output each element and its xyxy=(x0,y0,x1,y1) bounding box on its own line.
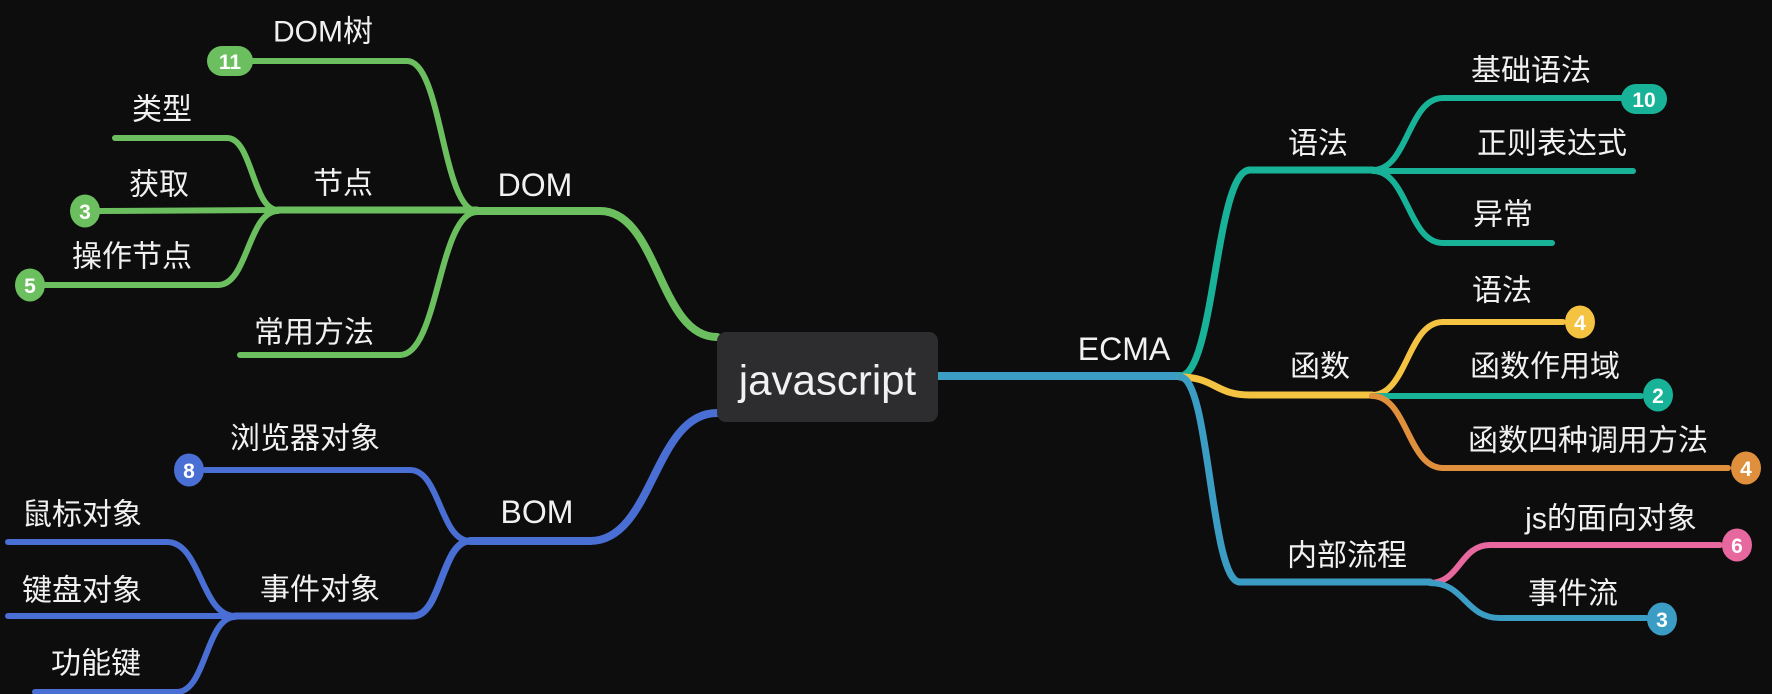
badge-pill[interactable] xyxy=(207,46,253,76)
branch-connector xyxy=(174,614,238,694)
branch-connector xyxy=(1427,580,1503,621)
badge-hanshu-diaoyong[interactable]: 4 xyxy=(1731,451,1761,485)
branch-connector xyxy=(1370,95,1446,173)
node-label-js-mianxiang[interactable]: js的面向对象 xyxy=(1524,503,1697,536)
branch-connector xyxy=(1176,373,1244,586)
branch-connector xyxy=(1369,319,1446,398)
node-label-ecma[interactable]: ECMA xyxy=(1078,331,1171,367)
badge-circle[interactable] xyxy=(174,453,204,487)
badge-count[interactable]: 5 xyxy=(24,275,36,298)
badge-hanshu-yufa[interactable]: 4 xyxy=(1565,305,1595,339)
node-label-shijian-duixiang[interactable]: 事件对象 xyxy=(260,574,380,607)
badge-count[interactable]: 10 xyxy=(1632,89,1655,112)
badge-jichu-yufa[interactable]: 10 xyxy=(1621,84,1667,114)
branch-connector xyxy=(397,209,480,358)
branch-connector xyxy=(409,537,474,620)
branch-connector xyxy=(404,58,480,214)
node-line-huoqu xyxy=(97,207,281,214)
node-label-dom-tree[interactable]: DOM树 xyxy=(273,16,373,49)
badge-circle[interactable] xyxy=(15,268,45,302)
badge-pill[interactable] xyxy=(1621,84,1667,114)
badge-huoqu[interactable]: 3 xyxy=(70,194,100,228)
node-label-hanshu-diaoyong[interactable]: 函数四种调用方法 xyxy=(1468,425,1708,458)
badge-liulanqi-duixiang[interactable]: 8 xyxy=(174,453,204,487)
badge-circle[interactable] xyxy=(1647,602,1677,636)
node-label-jichu-yufa[interactable]: 基础语法 xyxy=(1471,55,1591,88)
node-label-dom[interactable]: DOM xyxy=(498,167,573,203)
branch-connector xyxy=(407,467,473,544)
branch-connector xyxy=(1369,393,1446,471)
node-label-neibu-liucheng[interactable]: 内部流程 xyxy=(1287,540,1407,573)
node-label-yufa[interactable]: 语法 xyxy=(1288,128,1348,161)
node-label-hanshu-yufa[interactable]: 语法 xyxy=(1472,275,1532,308)
badge-circle[interactable] xyxy=(70,194,100,228)
branch-connector xyxy=(1370,168,1446,246)
branch-connector xyxy=(164,539,238,619)
node-label-jianpan-duixiang[interactable]: 键盘对象 xyxy=(22,575,142,608)
node-label-huoqu[interactable]: 获取 xyxy=(129,169,189,202)
root-node-label[interactable]: javascript xyxy=(737,357,917,404)
branch-connector xyxy=(224,135,281,213)
node-label-caozuo-jiedian[interactable]: 操作节点 xyxy=(72,241,192,274)
badge-count[interactable]: 6 xyxy=(1731,535,1743,558)
badge-hanshu-zuoyongyu[interactable]: 2 xyxy=(1643,378,1673,412)
branch-connector xyxy=(586,409,721,545)
node-label-yichang[interactable]: 异常 xyxy=(1473,199,1533,232)
node-label-shubiao-duixiang[interactable]: 鼠标对象 xyxy=(22,499,142,532)
branch-connector xyxy=(1176,166,1254,380)
node-label-gongnengjian[interactable]: 功能键 xyxy=(51,648,141,681)
node-label-shijianliu[interactable]: 事件流 xyxy=(1528,578,1618,611)
badge-count[interactable]: 8 xyxy=(183,460,195,483)
branch-connector xyxy=(1427,542,1493,586)
root-node-box[interactable] xyxy=(717,332,938,422)
node-label-leixing[interactable]: 类型 xyxy=(132,94,192,127)
node-label-hanshu[interactable]: 函数 xyxy=(1290,351,1350,384)
node-label-zhengze[interactable]: 正则表达式 xyxy=(1477,128,1627,161)
branch-connector xyxy=(596,207,721,341)
badge-circle[interactable] xyxy=(1643,378,1673,412)
node-label-liulanqi-duixiang[interactable]: 浏览器对象 xyxy=(230,423,380,456)
badge-count[interactable]: 3 xyxy=(1656,609,1668,632)
node-label-bom[interactable]: BOM xyxy=(501,494,574,530)
node-label-jiedian[interactable]: 节点 xyxy=(313,168,373,201)
badge-count[interactable]: 4 xyxy=(1574,312,1586,335)
badge-shijianliu[interactable]: 3 xyxy=(1647,602,1677,636)
node-label-hanshu-zuoyongyu[interactable]: 函数作用域 xyxy=(1470,351,1620,384)
badge-count[interactable]: 3 xyxy=(79,201,91,224)
badge-circle[interactable] xyxy=(1565,305,1595,339)
root-node-javascript[interactable]: javascript xyxy=(717,332,938,422)
badge-dom-tree[interactable]: 11 xyxy=(207,46,253,76)
badge-circle[interactable] xyxy=(1731,451,1761,485)
branch-connector xyxy=(215,208,281,288)
badge-count[interactable]: 11 xyxy=(219,51,242,74)
node-label-changyong-fangfa[interactable]: 常用方法 xyxy=(254,317,374,350)
badge-count[interactable]: 4 xyxy=(1740,458,1752,481)
badge-count[interactable]: 2 xyxy=(1652,385,1664,408)
badge-caozuo-jiedian[interactable]: 5 xyxy=(15,268,45,302)
badge-circle[interactable] xyxy=(1722,528,1752,562)
branch-connector xyxy=(1176,373,1254,399)
badge-js-mianxiang[interactable]: 6 xyxy=(1722,528,1752,562)
